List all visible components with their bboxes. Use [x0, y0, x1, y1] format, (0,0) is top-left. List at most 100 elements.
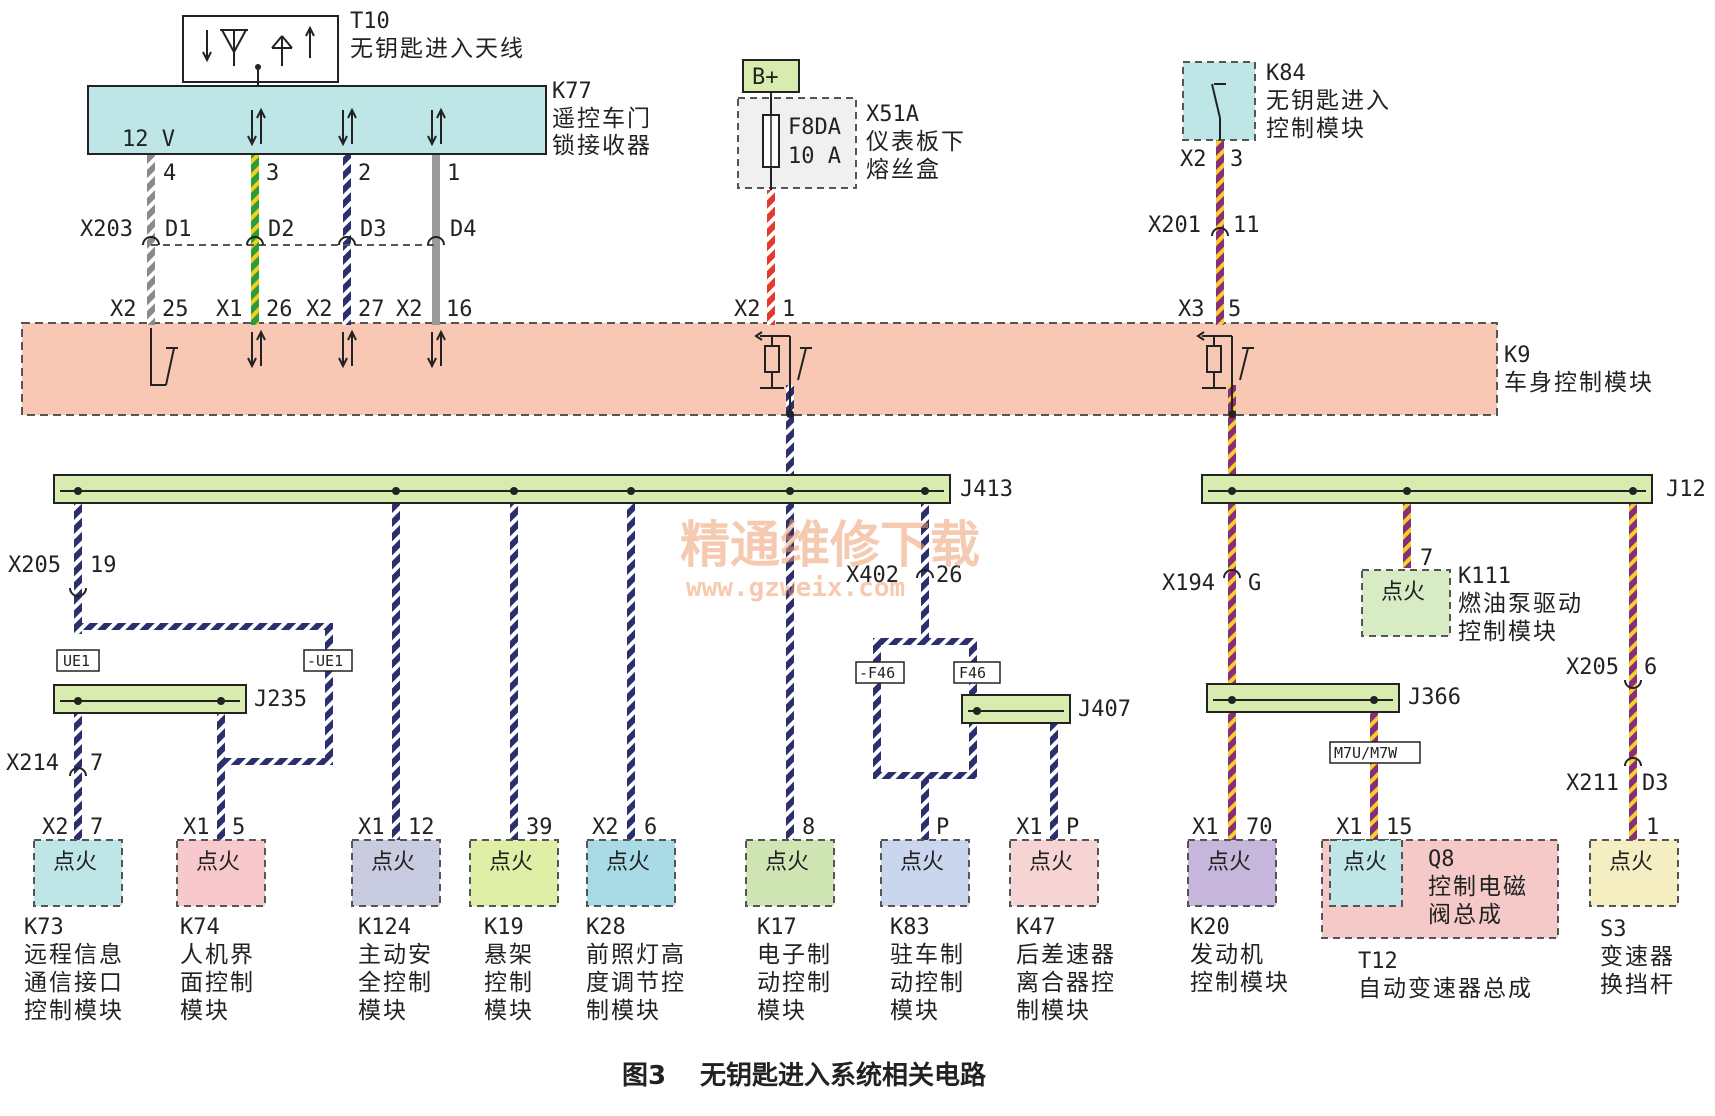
j366-label: J366 [1408, 685, 1461, 710]
bottom-conn: X1 [358, 815, 385, 840]
k124-line1: 主动安 [358, 942, 433, 968]
k28-line3: 制模块 [586, 998, 661, 1024]
bottom-pin: 70 [1246, 815, 1273, 840]
k84-line2: 控制模块 [1266, 116, 1366, 142]
k77-pin: 3 [266, 161, 279, 186]
splice-dots [74, 410, 1637, 715]
k19-line2: 控制 [484, 970, 534, 996]
f46n-tag [855, 661, 905, 684]
k47-id: K47 [1016, 915, 1056, 940]
k20-line1: 发动机 [1190, 942, 1265, 968]
ignition-label: 点火 [1207, 850, 1251, 875]
k9-conn: X1 [216, 297, 243, 322]
k111-id: K111 [1458, 564, 1511, 589]
k111-box [1361, 569, 1451, 637]
q8-id: Q8 [1428, 847, 1455, 872]
k19-line3: 模块 [484, 998, 534, 1024]
j366-bus [1206, 683, 1400, 713]
k9-conn: X2 [110, 297, 137, 322]
k9-conn: X2 [396, 297, 423, 322]
k73-box [33, 839, 123, 907]
j413-label: J413 [960, 477, 1013, 502]
k73-line3: 控制模块 [24, 998, 124, 1024]
k9-conn: X2 [734, 297, 761, 322]
bplus-label: B+ [752, 65, 779, 90]
k73-id: K73 [24, 915, 64, 940]
connector-arcs [69, 227, 1642, 777]
x201-label: X201 [1148, 213, 1201, 238]
s3-box [1589, 839, 1679, 907]
ue1-tag [56, 649, 100, 672]
k9-id: K9 [1504, 343, 1531, 368]
x205b-label: X205 [1566, 655, 1619, 680]
x51a-line1: 仪表板下 [866, 129, 966, 155]
k124-line2: 全控制 [358, 970, 433, 996]
k77-pin: 1 [447, 161, 460, 186]
s3-id: S3 [1600, 917, 1627, 942]
x214-label: X214 [6, 751, 59, 776]
m7-label: M7U/M7W [1334, 744, 1398, 762]
bottom-pin: P [1066, 815, 1079, 840]
k19-line1: 悬架 [484, 942, 534, 968]
k74-line1: 人机界 [180, 942, 255, 968]
x402-pin: 26 [936, 563, 963, 588]
k9-pin: 16 [446, 297, 473, 322]
k124-id: K124 [358, 915, 411, 940]
bottom-pin: 5 [232, 815, 245, 840]
f46n-label: -F46 [859, 664, 895, 682]
k77-receiver-box [87, 85, 547, 155]
ue1n-label: -UE1 [307, 652, 343, 670]
x211-label: X211 [1566, 771, 1619, 796]
k9-pin: 27 [358, 297, 385, 322]
q8-line2: 阀总成 [1428, 902, 1503, 928]
k74-line2: 面控制 [180, 970, 255, 996]
bottom-pin: 15 [1386, 815, 1413, 840]
d-pin: D4 [450, 217, 477, 242]
k77-line2: 锁接收器 [552, 133, 652, 159]
j12-bus [1201, 474, 1653, 504]
bottom-conn: X1 [1016, 815, 1043, 840]
fuse-amp: 10 A [788, 144, 841, 169]
x194-pin: G [1248, 571, 1261, 596]
k111-pin: 7 [1420, 546, 1433, 571]
k9-conn: X2 [306, 297, 333, 322]
k9-pin: 25 [162, 297, 189, 322]
k47-line1: 后差速器 [1016, 942, 1116, 968]
k28-line1: 前照灯高 [586, 942, 686, 968]
x51a-fuse-box [737, 97, 857, 189]
bottom-pin: 7 [90, 815, 103, 840]
bottom-conn: X2 [592, 815, 619, 840]
bottom-conn: X1 [1336, 815, 1363, 840]
k28-id: K28 [586, 915, 626, 940]
caption-fig: 图3 [622, 1061, 666, 1091]
j235-label: J235 [254, 687, 307, 712]
watermark-url: www.gzweix.com [686, 573, 905, 603]
t12-name: 自动变速器总成 [1358, 976, 1533, 1002]
bottom-pin: 1 [1646, 815, 1659, 840]
x194-label: X194 [1162, 571, 1215, 596]
fuse-id: F8DA [788, 115, 841, 140]
k19-box [469, 839, 559, 907]
k73-line1: 远程信息 [24, 942, 124, 968]
k84-pin: 3 [1230, 147, 1243, 172]
ignition-label: 点火 [1343, 850, 1387, 875]
k77-id: K77 [552, 79, 592, 104]
antenna-icon [202, 25, 315, 88]
bottom-pin: 6 [644, 815, 657, 840]
ignition-label: 点火 [1029, 850, 1073, 875]
k84-id: K84 [1266, 61, 1306, 86]
k17-id: K17 [757, 915, 797, 940]
k28-box [586, 839, 676, 907]
k47-box [1009, 839, 1099, 907]
k124-line3: 模块 [358, 998, 408, 1024]
k77-pin: 2 [358, 161, 371, 186]
ignition-label: 点火 [1609, 850, 1653, 875]
k74-box [176, 839, 266, 907]
bottom-pin: 8 [802, 815, 815, 840]
k83-line2: 动控制 [890, 970, 965, 996]
relay-icon [1196, 331, 1254, 410]
k83-box [880, 839, 970, 907]
t10-antenna-box [182, 15, 339, 83]
bottom-conn: X1 [183, 815, 210, 840]
k20-id: K20 [1190, 915, 1230, 940]
